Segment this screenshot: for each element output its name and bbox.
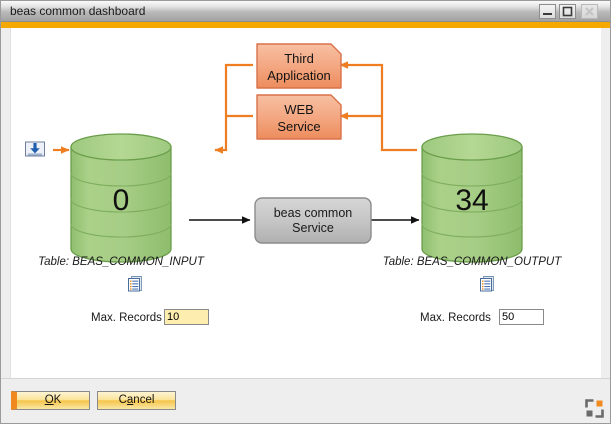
- third-application-line1: Third: [284, 51, 314, 66]
- cancel-label-key: a: [126, 394, 134, 406]
- input-table-caption: Table: BEAS_COMMON_INPUT: [38, 256, 204, 268]
- import-download-icon[interactable]: [24, 138, 46, 160]
- beas-common-service-box[interactable]: [254, 197, 372, 244]
- minimize-button[interactable]: [539, 4, 556, 19]
- title-bar[interactable]: beas common dashboard: [1, 1, 610, 22]
- window-title: beas common dashboard: [10, 4, 146, 18]
- input-max-records-field[interactable]: [164, 309, 209, 325]
- input-max-records-label: Max. Records: [91, 312, 162, 324]
- web-service-line1: WEB: [284, 102, 314, 117]
- beas-common-service-label: beas common Service: [255, 206, 371, 236]
- web-service-box[interactable]: [256, 94, 342, 140]
- footer-bar: OK Cancel: [1, 378, 610, 423]
- ok-label-suffix: K: [53, 394, 62, 406]
- third-application-line2: Application: [267, 68, 331, 83]
- input-record-count: 0: [112, 184, 130, 217]
- flow-consumers-to-input: [214, 63, 253, 154]
- third-application-box[interactable]: [256, 43, 342, 89]
- cancel-button[interactable]: Cancel: [97, 391, 176, 410]
- output-max-records-label: Max. Records: [420, 312, 491, 324]
- service-line2: Service: [292, 221, 334, 235]
- ok-button[interactable]: OK: [11, 391, 90, 410]
- service-line1: beas common: [273, 206, 353, 220]
- input-data-store[interactable]: [70, 133, 172, 263]
- accent-strip: [1, 22, 610, 28]
- output-record-count: 34: [455, 184, 489, 217]
- cancel-label-prefix: C: [118, 394, 127, 406]
- output-document-list-icon[interactable]: [478, 275, 496, 293]
- flow-output-to-consumers: [339, 61, 417, 152]
- left-gutter: [1, 28, 11, 380]
- right-gutter: [600, 28, 610, 380]
- close-button[interactable]: [581, 4, 598, 19]
- diagram-canvas: 0 34 Third Application WEB Service beas …: [11, 28, 601, 380]
- input-document-list-icon[interactable]: [126, 275, 144, 293]
- resize-grip-icon[interactable]: [585, 399, 604, 418]
- diagram-svg: [53, 43, 523, 263]
- web-service-label: WEB Service: [257, 101, 341, 135]
- output-max-records-field[interactable]: [499, 309, 544, 325]
- ok-label-key: O: [44, 394, 54, 406]
- cancel-label-suffix: ncel: [133, 394, 155, 406]
- third-application-label: Third Application: [257, 50, 341, 84]
- output-table-caption: Table: BEAS_COMMON_OUTPUT: [382, 256, 562, 268]
- output-data-store[interactable]: [421, 133, 523, 263]
- maximize-button[interactable]: [559, 4, 576, 19]
- web-service-line2: Service: [277, 119, 321, 134]
